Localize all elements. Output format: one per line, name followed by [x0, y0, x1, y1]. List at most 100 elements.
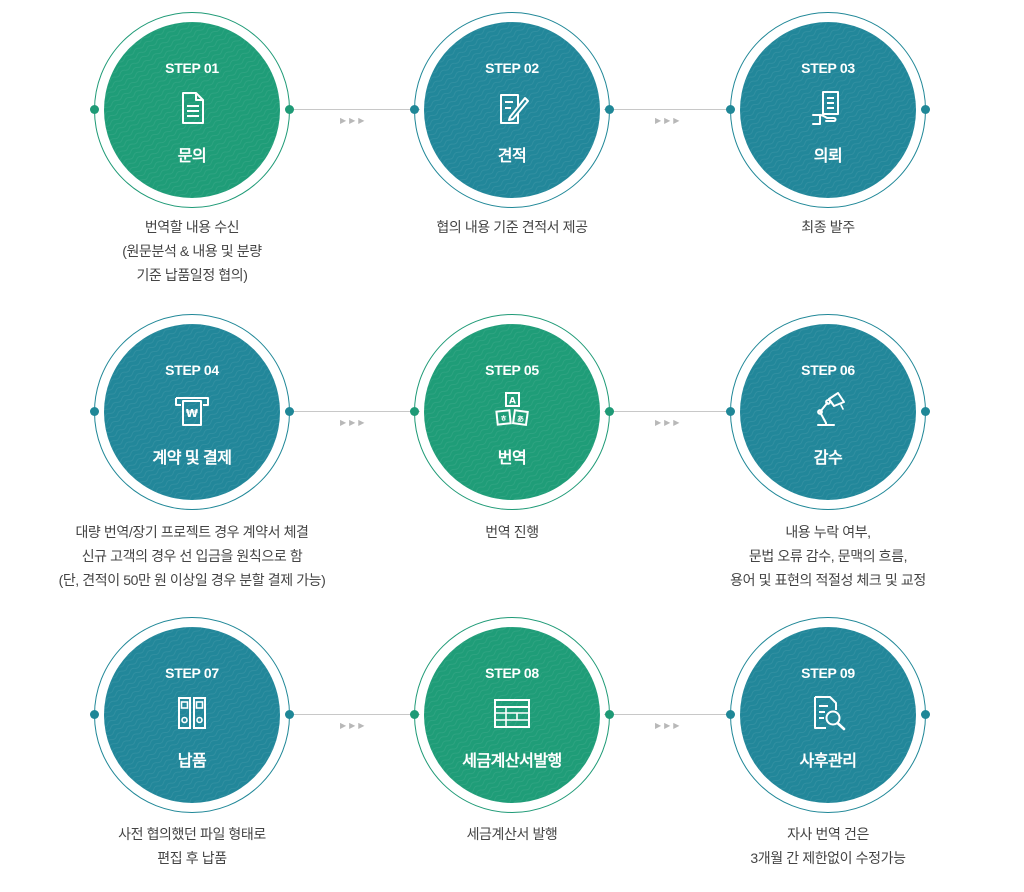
step-title: 견적 [497, 148, 527, 165]
wave-pattern [740, 324, 916, 500]
step-number: STEP 06 [801, 362, 855, 378]
hand-document-icon [808, 88, 848, 128]
document-search-icon [808, 693, 848, 733]
desc-line: (단, 견적이 50만 원 이상일 경우 분할 결제 가능) [58, 572, 326, 588]
step-number: STEP 07 [165, 665, 219, 681]
invoice-icon [492, 693, 532, 733]
desc-line: 용어 및 표현의 적절성 체크 및 교정 [730, 572, 926, 588]
step-title: 납품 [177, 753, 207, 770]
step-title: 감수 [813, 450, 843, 467]
connector-line [290, 109, 420, 110]
step-description: 자사 번역 건은 3개월 간 제한없이 수정가능 [668, 822, 988, 870]
step-description: 세금계산서 발행 [352, 822, 672, 846]
desc-line: 3개월 간 제한없이 수정가능 [750, 850, 906, 866]
ring-dot [410, 407, 419, 416]
step-description: 협의 내용 기준 견적서 제공 [352, 215, 672, 239]
step-circle: STEP 03 의뢰 [740, 22, 916, 198]
step-description: 내용 누락 여부, 문법 오류 감수, 문맥의 흐름, 용어 및 표현의 적절성… [668, 520, 988, 592]
ring-dot [605, 407, 614, 416]
step-title: 사후관리 [799, 753, 857, 770]
desc-line: 대량 번역/장기 프로젝트 경우 계약서 체결 [75, 524, 309, 540]
desk-lamp-icon [808, 390, 848, 430]
step-number: STEP 03 [801, 60, 855, 76]
step-number: STEP 05 [485, 362, 539, 378]
ring-dot [726, 105, 735, 114]
connector-line [604, 411, 734, 412]
step-circle: STEP 09 사후관리 [740, 627, 916, 803]
connector-line [604, 714, 734, 715]
wave-pattern [104, 324, 280, 500]
desc-line: 번역할 내용 수신 [144, 219, 240, 235]
step-circle: STEP 04 ₩ 계약 및 결제 [104, 324, 280, 500]
wave-pattern [104, 22, 280, 198]
svg-text:A: A [509, 397, 516, 407]
wave-pattern [424, 627, 600, 803]
step-title: 세금계산서발행 [462, 753, 562, 770]
step-06: STEP 06 감수 [726, 314, 930, 510]
svg-text:あ: あ [517, 414, 524, 423]
step-02: STEP 02 견적 [410, 12, 614, 208]
connector-arrows: ▶▶▶ [655, 721, 683, 730]
svg-text:ㅎ: ㅎ [500, 414, 507, 423]
wave-pattern [740, 627, 916, 803]
ring-dot [285, 710, 294, 719]
ring-dot [90, 407, 99, 416]
wave-pattern [740, 22, 916, 198]
step-description: 대량 번역/장기 프로젝트 경우 계약서 체결 신규 고객의 경우 선 입금을 … [32, 520, 352, 592]
edit-document-icon [492, 88, 532, 128]
ring-dot [285, 407, 294, 416]
ring-dot [90, 710, 99, 719]
step-01: STEP 01 문의 [90, 12, 294, 208]
step-title: 계약 및 결제 [152, 450, 233, 467]
step-09: STEP 09 사후관리 [726, 617, 930, 813]
ring-dot [90, 105, 99, 114]
wave-pattern [424, 22, 600, 198]
ring-dot [285, 105, 294, 114]
connector-arrows: ▶▶▶ [340, 116, 368, 125]
desc-line: 번역 진행 [485, 524, 539, 540]
step-description: 번역 진행 [352, 520, 672, 544]
ring-dot [921, 407, 930, 416]
ring-dot [726, 710, 735, 719]
connector-arrows: ▶▶▶ [655, 418, 683, 427]
connector-arrows: ▶▶▶ [340, 721, 368, 730]
connector-line [604, 109, 734, 110]
step-number: STEP 02 [485, 60, 539, 76]
desc-line: 최종 발주 [801, 219, 855, 235]
step-08: STEP 08 세금계산서발행 [410, 617, 614, 813]
ring-dot [726, 407, 735, 416]
step-description: 번역할 내용 수신 (원문분석 & 내용 및 분량 기준 납품일정 협의) [32, 215, 352, 287]
desc-line: (원문분석 & 내용 및 분량 [122, 243, 262, 259]
step-circle: STEP 06 감수 [740, 324, 916, 500]
desc-line: 편집 후 납품 [157, 850, 227, 866]
step-circle: STEP 07 납품 [104, 627, 280, 803]
document-icon [172, 88, 212, 128]
svg-text:₩: ₩ [186, 407, 198, 420]
step-03: STEP 03 의뢰 [726, 12, 930, 208]
connector-line [290, 411, 420, 412]
desc-line: 내용 누락 여부, [785, 524, 871, 540]
ring-dot [410, 105, 419, 114]
connector-arrows: ▶▶▶ [340, 418, 368, 427]
desc-line: 자사 번역 건은 [787, 826, 869, 842]
ring-dot [921, 710, 930, 719]
payment-icon: ₩ [172, 390, 212, 430]
step-number: STEP 04 [165, 362, 219, 378]
step-number: STEP 01 [165, 60, 219, 76]
desc-line: 세금계산서 발행 [466, 826, 558, 842]
connector-line [290, 714, 420, 715]
step-circle: STEP 01 문의 [104, 22, 280, 198]
ring-dot [605, 710, 614, 719]
binder-icon [172, 693, 212, 733]
ring-dot [605, 105, 614, 114]
desc-line: 사전 협의했던 파일 형태로 [118, 826, 266, 842]
ring-dot [921, 105, 930, 114]
step-circle: STEP 02 견적 [424, 22, 600, 198]
step-title: 의뢰 [813, 148, 843, 165]
step-title: 문의 [177, 148, 207, 165]
step-circle: STEP 08 세금계산서발행 [424, 627, 600, 803]
step-number: STEP 09 [801, 665, 855, 681]
